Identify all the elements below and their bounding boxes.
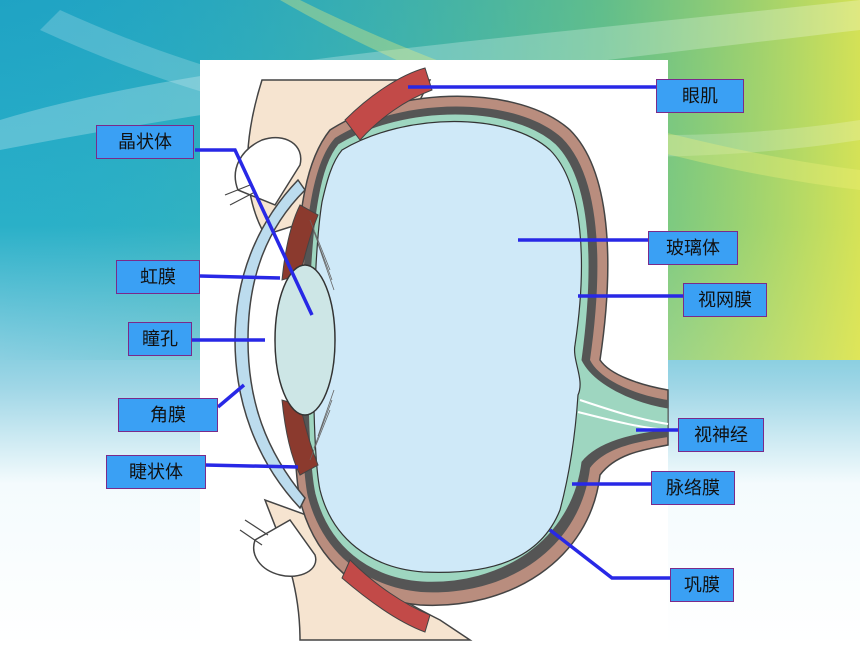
leader-lines (190, 85, 687, 580)
label-lens: 晶状体 (96, 125, 194, 159)
leader-iris (199, 274, 281, 280)
lower-eye-muscle (341, 559, 431, 633)
lens-shape (274, 264, 336, 416)
leader-lens (195, 148, 314, 316)
label-choroid: 脉络膜 (651, 471, 735, 505)
label-sclera: 巩膜 (670, 568, 734, 602)
leader-cornea (216, 383, 246, 409)
label-vitreous-body: 玻璃体 (648, 231, 738, 265)
leader-ciliary (204, 463, 299, 469)
label-ciliary-body: 睫状体 (106, 455, 206, 489)
leader-sclera (548, 528, 672, 580)
label-cornea: 角膜 (118, 398, 218, 432)
label-pupil: 瞳孔 (128, 322, 192, 356)
label-eye-muscle: 眼肌 (656, 79, 744, 113)
vitreous-body (312, 120, 583, 573)
iris-lower (281, 399, 319, 476)
label-iris: 虹膜 (116, 260, 200, 294)
lower-lash-fold (253, 519, 317, 577)
label-optic-nerve: 视神经 (678, 418, 764, 452)
label-retina: 视网膜 (683, 283, 767, 317)
